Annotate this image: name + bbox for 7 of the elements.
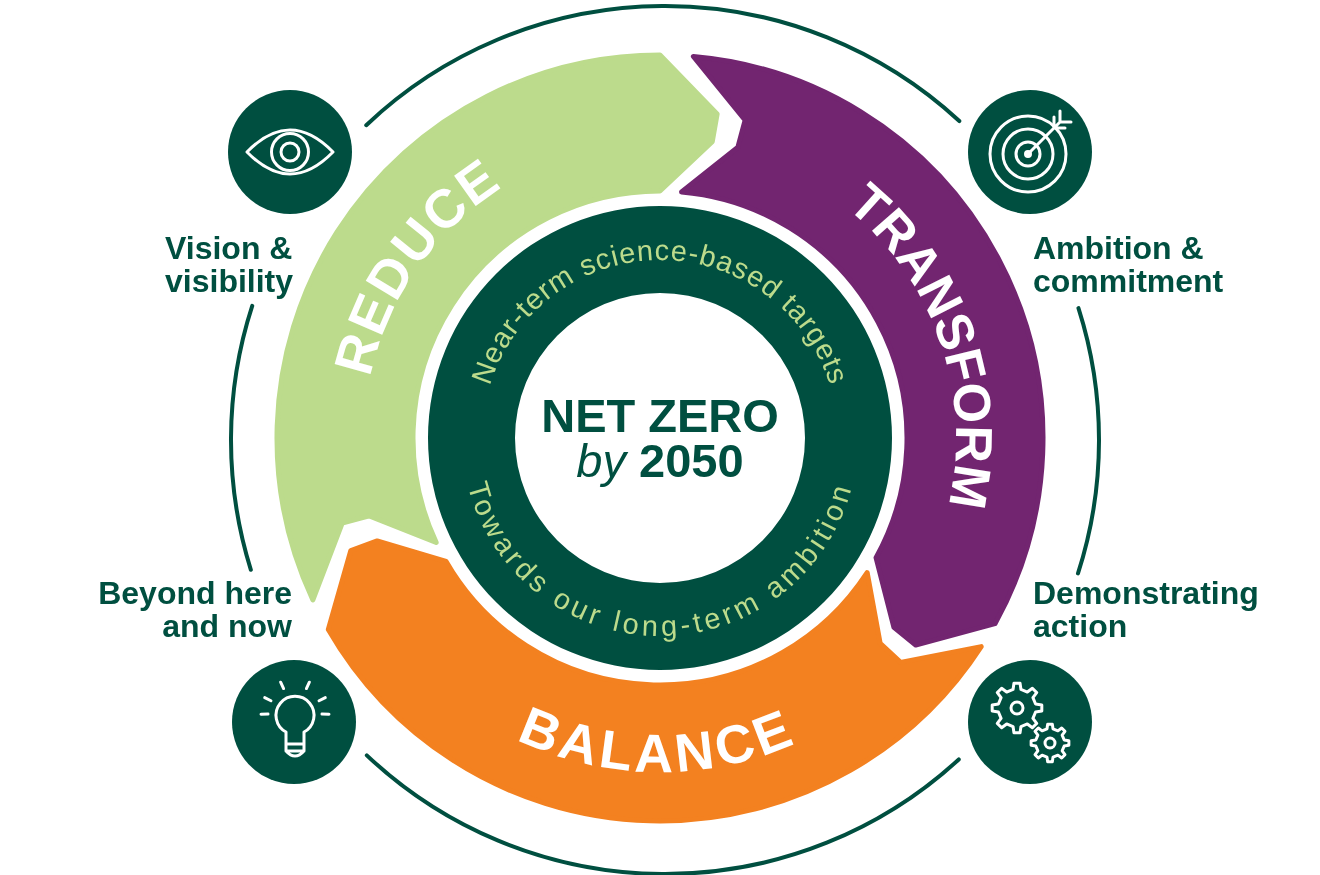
caption: Vision & visibility xyxy=(165,232,295,298)
caption: Beyond here and now xyxy=(97,577,292,643)
band-label: BALANCE xyxy=(511,694,803,784)
lightbulb-icon xyxy=(232,660,356,784)
caption: Demonstrating action xyxy=(1033,577,1260,643)
gears-icon xyxy=(968,660,1092,784)
caption: Ambition & commitment xyxy=(1033,232,1225,298)
